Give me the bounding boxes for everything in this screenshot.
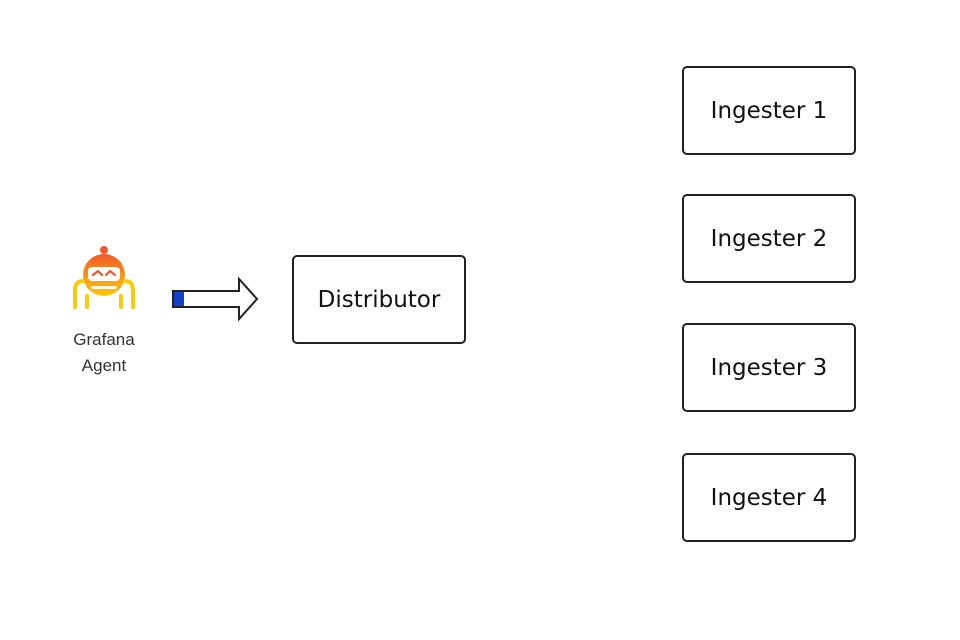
ingester-box: Ingester 3 — [682, 323, 856, 412]
ingester-label: Ingester 4 — [710, 484, 828, 511]
ingester-label: Ingester 2 — [710, 225, 828, 252]
ingester-box: Ingester 4 — [682, 453, 856, 542]
ingester-label: Ingester 1 — [710, 97, 828, 124]
agent-label: Grafana Agent — [60, 327, 148, 379]
distributor-box: Distributor — [292, 255, 466, 344]
agent-label-line2: Agent — [81, 356, 127, 375]
distributor-label: Distributor — [317, 286, 441, 313]
right-arrow-icon — [172, 276, 259, 322]
ingester-box: Ingester 1 — [682, 66, 856, 155]
agent-label-line1: Grafana — [73, 330, 135, 349]
ingester-box: Ingester 2 — [682, 194, 856, 283]
ingester-label: Ingester 3 — [710, 354, 828, 381]
grafana-agent-robot-icon — [73, 246, 135, 309]
grafana-agent-node: Grafana Agent — [60, 245, 148, 385]
